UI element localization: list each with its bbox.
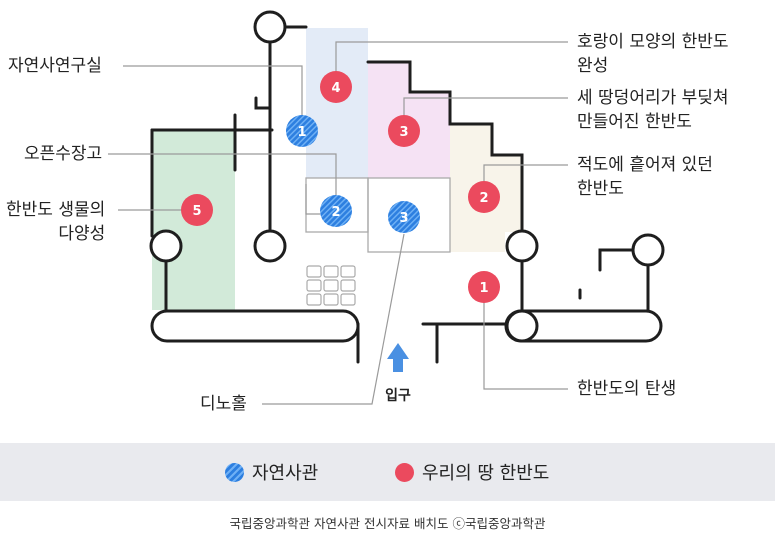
legend-land-label: 우리의 땅 한반도 (422, 463, 550, 484)
dino-hall-seats (306, 265, 356, 306)
legend-nature-label: 자연사관 (252, 463, 319, 484)
leader-lines (108, 41, 568, 405)
label-open-storage: 오픈수장고 (24, 144, 103, 164)
zone-4-area (306, 28, 368, 178)
walls (149, 10, 665, 364)
label-scattered: 적도에 흩어져 있던 한반도 (577, 155, 713, 199)
land-marker-1: 1 (468, 271, 500, 303)
land-marker-4-num: 4 (331, 81, 340, 96)
nature-marker-1-num: 1 (297, 125, 306, 140)
zone-3-box (367, 177, 451, 253)
nature-marker-3: 3 (388, 201, 420, 233)
land-marker-2-num: 2 (479, 191, 488, 206)
entrance-label: 입구 (385, 388, 411, 404)
label-dino-hall: 디노홀 (200, 394, 247, 414)
label-lab: 자연사연구실 (8, 56, 102, 76)
land-marker-5-num: 5 (192, 204, 201, 219)
entrance-arrow (387, 343, 409, 372)
label-lands-collide: 세 땅덩어리가 부딪쳐 만들어진 한반도 (577, 88, 729, 132)
land-marker-2: 2 (468, 181, 500, 213)
land-marker-3-num: 3 (399, 125, 408, 140)
land-marker-5: 5 (181, 194, 213, 226)
legend-bar: 자연사관 우리의 땅 한반도 (0, 443, 775, 501)
legend-land: 우리의 땅 한반도 (395, 458, 549, 486)
floor-plan: 4 3 2 5 1 1 2 3 입구 (108, 10, 665, 405)
caption: 국립중앙과학관 자연사관 전시자료 배치도 ⓒ국립중앙과학관 (229, 516, 546, 531)
nature-hatched-dot-icon (225, 462, 244, 482)
land-red-dot-icon (395, 462, 414, 482)
nature-marker-1: 1 (286, 115, 318, 147)
nature-marker-3-num: 3 (399, 211, 408, 226)
land-marker-4: 4 (320, 71, 352, 103)
label-bio-diversity: 한반도 생물의 다양성 (6, 200, 106, 244)
label-birth: 한반도의 탄생 (577, 379, 677, 399)
land-marker-1-num: 1 (479, 281, 488, 296)
land-marker-3: 3 (388, 115, 420, 147)
nature-marker-2-num: 2 (331, 205, 340, 220)
nature-marker-2: 2 (320, 195, 352, 227)
label-tiger-shape: 호랑이 모양의 한반도 완성 (577, 32, 729, 76)
legend-nature: 자연사관 (225, 458, 318, 486)
